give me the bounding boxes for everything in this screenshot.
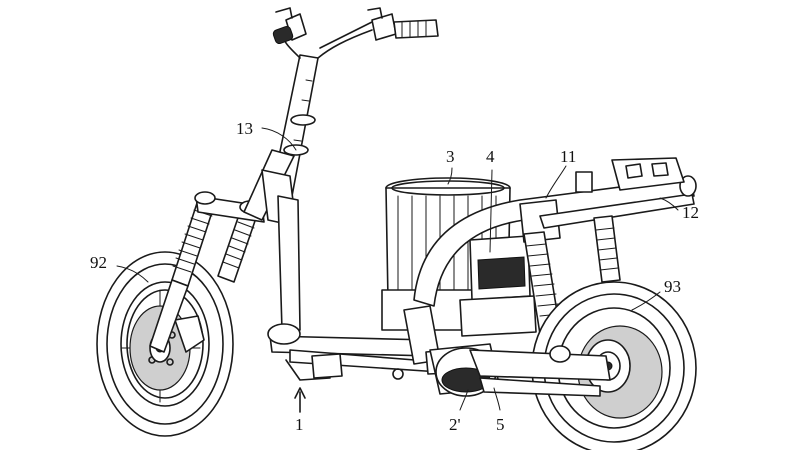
leader-lines [116, 127, 679, 413]
label-battery: 3 [446, 147, 455, 166]
controller-unit [459, 235, 537, 337]
label-rear-wheel: 93 [664, 277, 681, 296]
label-steering-column: 13 [236, 119, 253, 138]
label-frame-main: 1 [295, 415, 304, 434]
motor-assembly [429, 343, 611, 397]
rear-shocks [523, 215, 621, 335]
label-rear-frame: 11 [560, 147, 576, 166]
rear-bracket [575, 157, 685, 193]
label-rear-rail: 12 [682, 203, 699, 222]
reference-numerals: 13 3 4 11 12 92 93 1 2' 5 [90, 119, 699, 434]
front-fork [149, 191, 265, 353]
label-controller: 4 [486, 147, 495, 166]
label-front-wheel: 92 [90, 253, 107, 272]
label-motor: 5 [496, 415, 505, 434]
handlebar [272, 7, 439, 59]
label-motor-mount: 2' [449, 415, 461, 434]
